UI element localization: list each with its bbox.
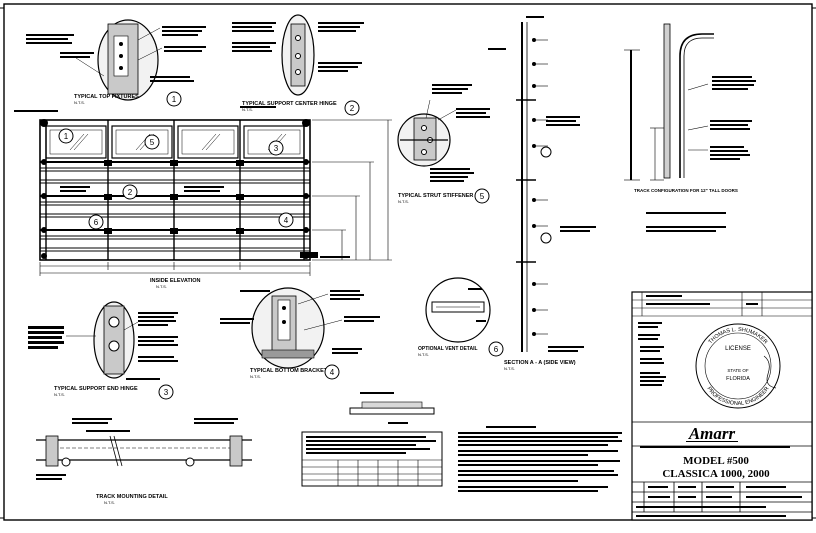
title-block: THOMAS L. SHUMAKER PROFESSIONAL ENGINEER… <box>631 291 813 521</box>
model-line: MODEL #500 <box>683 455 749 467</box>
bottom-bracket-scale: N.T.S. <box>250 374 261 379</box>
section-aa-side-view: SECTION A - A (SIDE VIEW) N.T.S. <box>488 16 596 371</box>
detail-bottom-bracket: TYPICAL BOTTOM BRACKET N.T.S. 4 <box>220 287 380 380</box>
elevation-callout-4: 4 <box>284 216 289 225</box>
product-line: CLASSICA 1000, 2000 <box>662 468 770 480</box>
bottom-bracket-title: TYPICAL BOTTOM BRACKET <box>250 368 328 374</box>
detail-track-mounting: TRACK MOUNTING DETAIL N.T.S. <box>36 418 252 505</box>
crop-marks <box>0 7 816 519</box>
detail-end-hinge: TYPICAL SUPPORT END HINGE N.T.S. 3 <box>28 301 178 400</box>
section-aa-title: SECTION A - A (SIDE VIEW) <box>504 360 576 366</box>
load-table <box>301 431 443 487</box>
end-hinge-scale: N.T.S. <box>54 392 65 397</box>
elevation-callout-3: 3 <box>274 144 279 153</box>
elevation-callout-5: 5 <box>150 138 155 147</box>
detail-center-hinge: TYPICAL SUPPORT CENTER HINGE N.T.S. 2 <box>232 14 364 116</box>
sheet-border <box>3 3 813 521</box>
elevation-callout-6: 6 <box>94 218 99 227</box>
section-aa-scale: N.T.S. <box>504 366 515 371</box>
strut-stiffener-title: TYPICAL STRUT STIFFENER <box>398 193 473 199</box>
elevation-callout-2: 2 <box>128 188 133 197</box>
vent-detail-callout: 6 <box>494 345 499 354</box>
small-cross-section <box>349 392 435 424</box>
bottom-bracket-callout: 4 <box>330 368 335 377</box>
center-hinge-callout: 2 <box>350 104 355 113</box>
engineer-seal: THOMAS L. SHUMAKER PROFESSIONAL ENGINEER… <box>695 323 781 409</box>
center-hinge-title: TYPICAL SUPPORT CENTER HINGE <box>242 101 337 107</box>
inside-elevation: 1 5 3 2 6 4 <box>14 106 392 289</box>
vent-detail-title: OPTIONAL VENT DETAIL <box>418 346 478 352</box>
seal-license: LICENSE <box>725 346 751 352</box>
track-config-title: TRACK CONFIGURATION FOR 12" TALL DOORS <box>634 188 738 193</box>
track-mounting-title: TRACK MOUNTING DETAIL <box>96 494 168 500</box>
detail-optional-vent: OPTIONAL VENT DETAIL N.T.S. 6 <box>418 277 504 357</box>
center-hinge-scale: N.T.S. <box>242 107 253 112</box>
track-mounting-scale: N.T.S. <box>104 500 115 505</box>
top-fixtures-callout: 1 <box>172 95 177 104</box>
end-hinge-callout: 3 <box>164 388 169 397</box>
top-fixtures-title: TYPICAL TOP FIXTURES <box>74 94 139 100</box>
detail-top-fixtures: TYPICAL TOP FIXTURES N.T.S. 1 <box>26 19 206 107</box>
vent-detail-scale: N.T.S. <box>418 352 429 357</box>
inside-elevation-title: INSIDE ELEVATION <box>150 278 201 284</box>
brand-logo: Amarr <box>688 424 736 443</box>
seal-state-line: STATE OF <box>727 368 749 373</box>
general-notes <box>458 426 622 492</box>
strut-stiffener-scale: N.T.S. <box>398 199 409 204</box>
seal-state: FLORIDA <box>726 376 750 382</box>
detail-strut-stiffener: TYPICAL STRUT STIFFENER N.T.S. 5 <box>397 84 490 204</box>
elevation-callout-1: 1 <box>64 132 69 141</box>
top-fixtures-scale: N.T.S. <box>74 100 85 105</box>
inside-elevation-scale: N.T.S. <box>156 284 167 289</box>
strut-stiffener-callout: 5 <box>480 192 485 201</box>
end-hinge-title: TYPICAL SUPPORT END HINGE <box>54 386 138 392</box>
track-configuration: TRACK CONFIGURATION FOR 12" TALL DOORS <box>624 23 756 232</box>
